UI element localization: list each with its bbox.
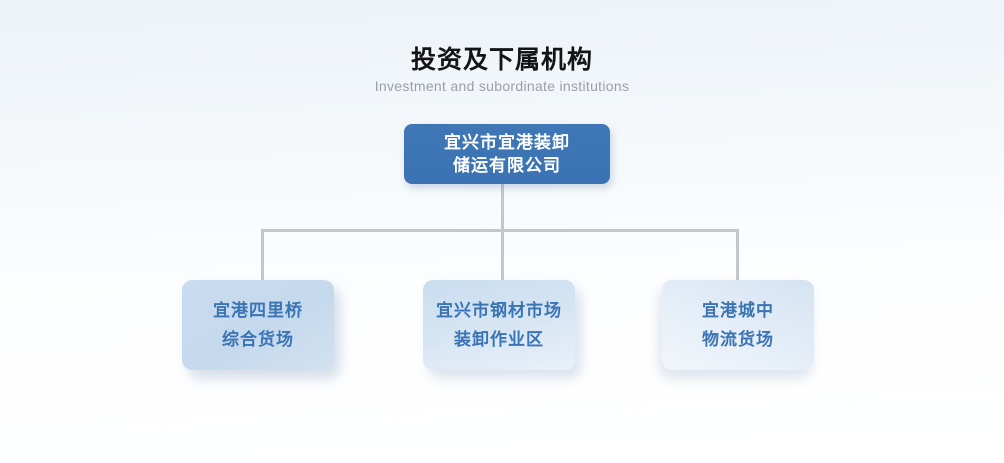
connector-root-stem xyxy=(501,183,504,281)
org-node-child-1-line2: 综合货场 xyxy=(222,330,294,349)
connector-drop-left xyxy=(261,229,264,281)
org-node-root-line2: 储运有限公司 xyxy=(453,156,561,175)
org-node-child-3-line2: 物流货场 xyxy=(702,330,774,349)
org-node-child-3: 宜港城中 物流货场 xyxy=(662,280,814,370)
org-node-child-3-line1: 宜港城中 xyxy=(702,301,774,320)
org-node-root-line1: 宜兴市宜港装卸 xyxy=(444,133,570,152)
org-node-child-2-line1: 宜兴市钢材市场 xyxy=(436,301,562,320)
connector-horizontal xyxy=(261,229,739,232)
org-node-child-1: 宜港四里桥 综合货场 xyxy=(182,280,334,370)
org-node-child-2-line2: 装卸作业区 xyxy=(454,330,544,349)
org-node-child-2: 宜兴市钢材市场 装卸作业区 xyxy=(423,280,575,370)
page-title: 投资及下属机构 xyxy=(410,46,593,74)
org-node-child-1-line1: 宜港四里桥 xyxy=(213,301,303,320)
connector-drop-right xyxy=(736,229,739,281)
page-header: 投资及下属机构 Investment and subordinate insti… xyxy=(0,46,1004,95)
page-subtitle: Investment and subordinate institutions xyxy=(374,78,630,94)
org-node-root: 宜兴市宜港装卸 储运有限公司 xyxy=(404,124,610,184)
